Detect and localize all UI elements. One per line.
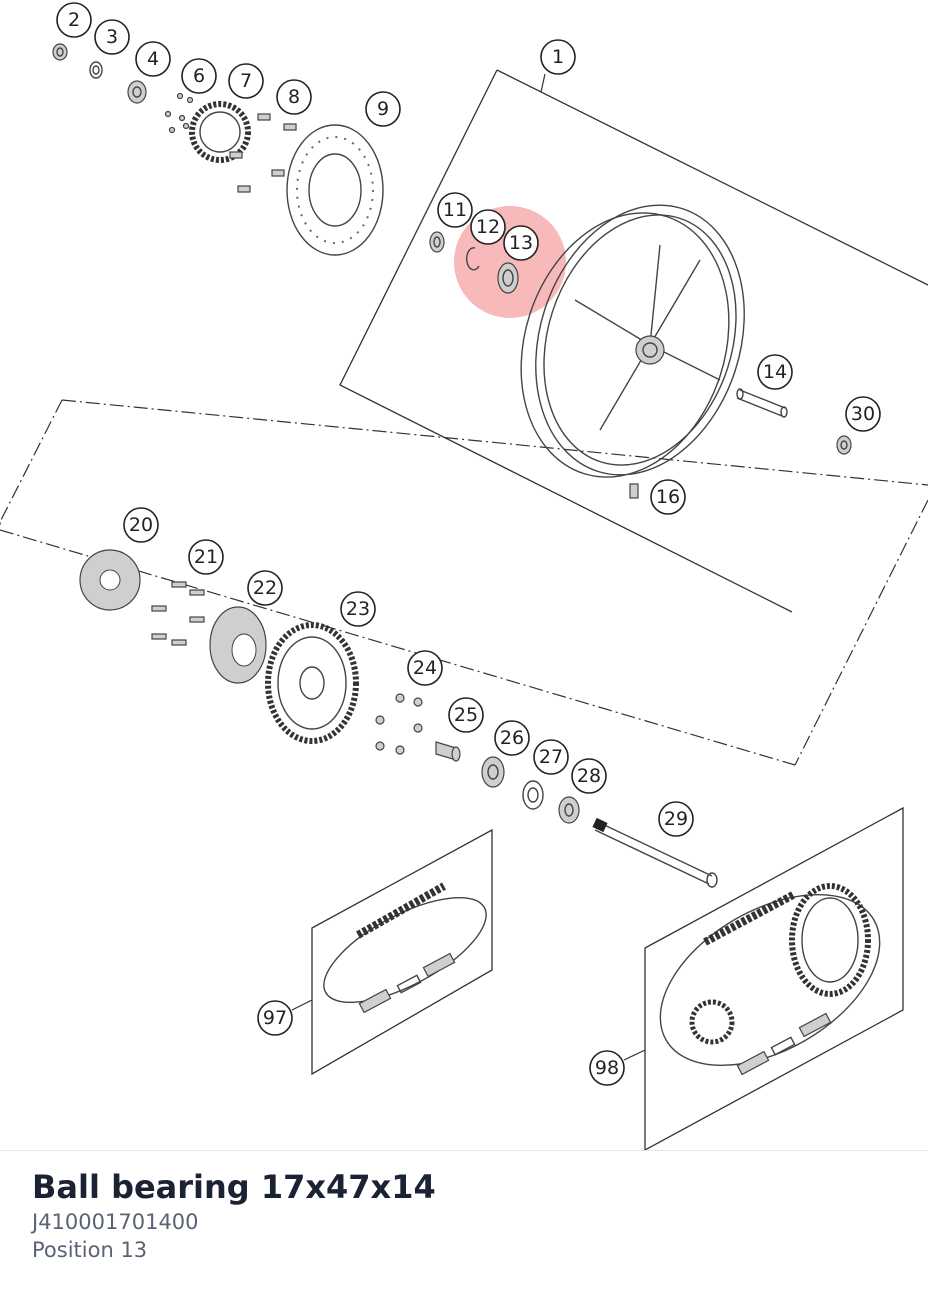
part-number: J410001701400 xyxy=(32,1210,199,1234)
callout-28[interactable]: 28 xyxy=(571,758,607,794)
callout-22[interactable]: 22 xyxy=(247,570,283,606)
divider xyxy=(0,1150,928,1151)
callout-26[interactable]: 26 xyxy=(494,720,530,756)
callout-13[interactable]: 13 xyxy=(503,225,539,261)
callout-12[interactable]: 12 xyxy=(470,209,506,245)
callout-8[interactable]: 8 xyxy=(276,79,312,115)
callout-label: 97 xyxy=(263,1007,287,1029)
callout-label: 3 xyxy=(106,26,118,48)
sprocket-carrier-part xyxy=(209,606,267,684)
part-detail-panel: Ball bearing 17x47x14 J410001701400 Posi… xyxy=(32,1166,436,1264)
callout-6[interactable]: 6 xyxy=(181,58,217,94)
callout-label: 30 xyxy=(851,403,875,425)
seal-part xyxy=(429,231,445,253)
callout-label: 23 xyxy=(346,598,370,620)
callout-11[interactable]: 11 xyxy=(437,192,473,228)
brake-disc-part xyxy=(286,124,384,256)
callout-label: 13 xyxy=(509,232,533,254)
cush-rubbers-part xyxy=(79,549,141,611)
callout-label: 27 xyxy=(539,746,563,768)
callout-label: 24 xyxy=(413,657,437,679)
carrier-bearing-part xyxy=(481,756,505,788)
callout-label: 21 xyxy=(194,546,218,568)
part-name: Ball bearing 17x47x14 xyxy=(32,1168,436,1206)
callout-23[interactable]: 23 xyxy=(340,591,376,627)
sprocket-nuts-part xyxy=(375,693,423,755)
callout-2[interactable]: 2 xyxy=(56,2,92,38)
callout-label: 26 xyxy=(500,727,524,749)
callout-label: 29 xyxy=(664,808,688,830)
wheel-spindle-part xyxy=(592,817,718,888)
callout-label: 16 xyxy=(656,486,680,508)
chain-kit-frame xyxy=(311,828,493,1076)
front-sprocket-part xyxy=(189,101,251,163)
callout-label: 25 xyxy=(454,704,478,726)
callout-label: 98 xyxy=(595,1057,619,1079)
callout-30[interactable]: 30 xyxy=(845,396,881,432)
callout-label: 1 xyxy=(552,46,564,68)
small-nuts-part xyxy=(164,92,194,134)
callout-14[interactable]: 14 xyxy=(757,354,793,390)
collar-part xyxy=(558,796,580,824)
callout-98[interactable]: 98 xyxy=(589,1050,625,1086)
valve-part xyxy=(629,483,639,499)
spacer-tube-part xyxy=(736,388,788,418)
callout-label: 9 xyxy=(377,98,389,120)
callout-leader-1 xyxy=(540,73,546,93)
chain-sprocket-kit-frame xyxy=(644,806,904,1150)
bolts-part xyxy=(229,113,297,193)
callout-label: 2 xyxy=(68,9,80,31)
circlip-part xyxy=(466,247,480,271)
carrier-seal-part xyxy=(522,780,544,810)
cush-drive-assembly-frame xyxy=(0,399,928,766)
callout-label: 22 xyxy=(253,577,277,599)
callout-4[interactable]: 4 xyxy=(135,41,171,77)
callout-3[interactable]: 3 xyxy=(94,19,130,55)
washer-part xyxy=(89,61,103,79)
callout-1[interactable]: 1 xyxy=(540,39,576,75)
callout-97[interactable]: 97 xyxy=(257,1000,293,1036)
rear-sprocket-part xyxy=(265,622,359,744)
rear-wheel-part xyxy=(520,204,745,478)
bushing-part xyxy=(127,80,147,104)
hub-bolts-part xyxy=(151,581,205,646)
callout-leader-97 xyxy=(291,999,313,1011)
callout-label: 4 xyxy=(147,48,159,70)
callout-label: 28 xyxy=(577,765,601,787)
callout-16[interactable]: 16 xyxy=(650,479,686,515)
part-position: Position 13 xyxy=(32,1238,148,1262)
callout-20[interactable]: 20 xyxy=(123,507,159,543)
callout-leader-98 xyxy=(623,1049,646,1061)
distance-bushing-part xyxy=(435,741,461,762)
callout-label: 20 xyxy=(129,514,153,536)
callout-21[interactable]: 21 xyxy=(188,539,224,575)
callout-label: 11 xyxy=(443,199,467,221)
callout-label: 14 xyxy=(763,361,787,383)
spacer-part xyxy=(52,43,68,61)
callout-label: 6 xyxy=(193,65,205,87)
callout-label: 8 xyxy=(288,86,300,108)
callout-27[interactable]: 27 xyxy=(533,739,569,775)
right-spacer-part xyxy=(836,435,852,455)
callout-label: 7 xyxy=(240,70,252,92)
callout-24[interactable]: 24 xyxy=(407,650,443,686)
callout-9[interactable]: 9 xyxy=(365,91,401,127)
callout-7[interactable]: 7 xyxy=(228,63,264,99)
wheel-assembly-frame xyxy=(339,69,928,613)
callout-label: 12 xyxy=(476,216,500,238)
exploded-parts-diagram: 1 2 3 4 6 7 8 9 11 12 13 14 16 20 21 22 … xyxy=(0,2,928,1150)
callout-25[interactable]: 25 xyxy=(448,697,484,733)
ball-bearing-part xyxy=(497,262,519,294)
callout-29[interactable]: 29 xyxy=(658,801,694,837)
